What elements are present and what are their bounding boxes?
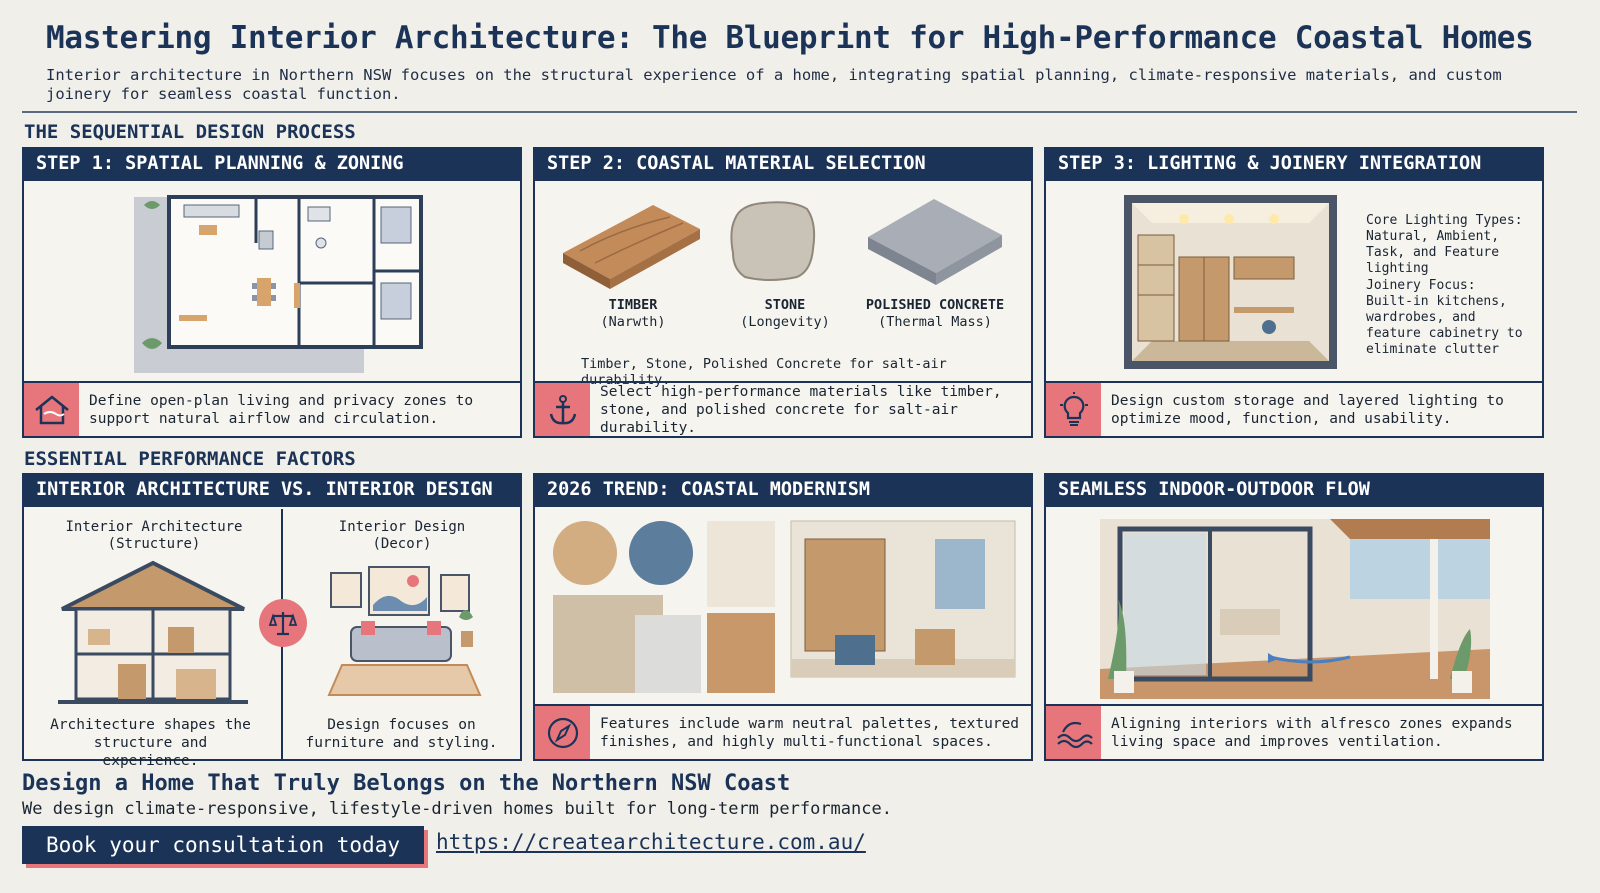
material-stone-note: (Longevity) <box>740 314 830 330</box>
architecture-title: Interior Architecture <box>65 519 243 535</box>
design-sub: (Decor) <box>372 536 432 552</box>
cta-heading: Design a Home That Truly Belongs on the … <box>22 771 791 796</box>
architecture-col-title: Interior Architecture (Structure) <box>34 519 274 553</box>
balance-scale-icon <box>259 599 307 647</box>
material-stone-name: STONE <box>764 297 806 313</box>
step-3-caption: Design custom storage and layered lighti… <box>1111 392 1504 427</box>
color-swatch <box>553 521 617 585</box>
wave-icon <box>1046 706 1101 759</box>
factor-3-caption: Aligning interiors with alfresco zones e… <box>1111 715 1513 750</box>
section-label-process: THE SEQUENTIAL DESIGN PROCESS <box>24 121 356 143</box>
factor-2-panel: 2026 TREND: COASTAL MODERNISM Features i… <box>533 473 1033 761</box>
material-concrete-note: (Thermal Mass) <box>878 314 992 330</box>
material-concrete-name: POLISHED CONCRETE <box>865 297 1005 313</box>
step-3-title: STEP 3: LIGHTING & JOINERY INTEGRATION <box>1046 149 1542 181</box>
floor-plan-illustration <box>134 195 423 373</box>
step-3-panel: STEP 3: LIGHTING & JOINERY INTEGRATION C… <box>1044 147 1544 438</box>
website-link[interactable]: https://createarchitecture.com.au/ <box>436 830 866 854</box>
step-3-caption-bar: Design custom storage and layered lighti… <box>1046 381 1542 436</box>
lightbulb-icon <box>1046 383 1101 436</box>
lighting-text: Natural, Ambient, Task, and Feature ligh… <box>1366 229 1500 276</box>
material-samples-illustration <box>563 199 1002 289</box>
factor-1-title: INTERIOR ARCHITECTURE VS. INTERIOR DESIG… <box>24 475 520 507</box>
factor-3-panel: SEAMLESS INDOOR-OUTDOOR FLOW Aligning in… <box>1044 473 1544 761</box>
material-timber-note: (Narwth) <box>600 314 666 330</box>
step-1-caption: Define open-plan living and privacy zone… <box>89 392 474 427</box>
step-1-caption-bar: Define open-plan living and privacy zone… <box>24 381 520 436</box>
architecture-sub: (Structure) <box>107 536 201 552</box>
factor-3-title: SEAMLESS INDOOR-OUTDOOR FLOW <box>1046 475 1542 507</box>
material-timber-name: TIMBER <box>608 297 658 313</box>
page-subtitle: Interior architecture in Northern NSW fo… <box>46 66 1502 103</box>
moodboard-illustration <box>553 520 1016 693</box>
page-title: Mastering Interior Architecture: The Blu… <box>46 20 1534 56</box>
joinery-text: Built-in kitchens, wardrobes, and featur… <box>1366 294 1523 357</box>
joinery-room-illustration <box>1124 195 1337 369</box>
book-consultation-button[interactable]: Book your consultation today <box>22 826 424 864</box>
section-label-factors: ESSENTIAL PERFORMANCE FACTORS <box>24 448 356 470</box>
material-stone: STONE (Longevity) <box>720 297 850 331</box>
lighting-heading: Core Lighting Types: <box>1366 213 1523 228</box>
factor-2-caption: Features include warm neutral palettes, … <box>600 715 1020 750</box>
indoor-outdoor-illustration <box>1100 519 1490 699</box>
step-2-panel: STEP 2: COASTAL MATERIAL SELECTION TIMBE… <box>533 147 1033 438</box>
anchor-icon <box>535 383 590 436</box>
step-1-panel: STEP 1: SPATIAL PLANNING & ZONING Define… <box>22 147 522 438</box>
compass-icon <box>535 706 590 759</box>
joinery-heading: Joinery Focus: <box>1366 278 1476 293</box>
color-swatch <box>629 521 693 585</box>
header-divider <box>22 111 1577 113</box>
factor-1-panel: INTERIOR ARCHITECTURE VS. INTERIOR DESIG… <box>22 473 522 769</box>
design-col-title: Interior Design (Decor) <box>292 519 512 553</box>
step-2-caption-bar: Select high-performance materials like t… <box>535 381 1031 436</box>
factor-2-caption-bar: Features include warm neutral palettes, … <box>535 704 1031 759</box>
architecture-caption: Architecture shapes the structure and ex… <box>50 717 251 769</box>
step-2-title: STEP 2: COASTAL MATERIAL SELECTION <box>535 149 1031 181</box>
cta-subheading: We design climate-responsive, lifestyle-… <box>22 799 892 819</box>
design-caption: Design focuses on furniture and styling. <box>305 717 498 751</box>
material-timber: TIMBER (Narwth) <box>568 297 698 331</box>
factor-3-caption-bar: Aligning interiors with alfresco zones e… <box>1046 704 1542 759</box>
material-note: Timber, Stone, Polished Concrete for sal… <box>581 356 947 388</box>
step-2-caption: Select high-performance materials like t… <box>600 383 1002 436</box>
step-1-title: STEP 1: SPATIAL PLANNING & ZONING <box>24 149 520 181</box>
living-room-illustration <box>327 566 482 696</box>
house-airflow-icon <box>24 383 79 436</box>
design-title: Interior Design <box>338 519 466 535</box>
house-section-illustration <box>58 560 248 704</box>
material-concrete: POLISHED CONCRETE (Thermal Mass) <box>855 297 1015 331</box>
factor-2-title: 2026 TREND: COASTAL MODERNISM <box>535 475 1031 507</box>
